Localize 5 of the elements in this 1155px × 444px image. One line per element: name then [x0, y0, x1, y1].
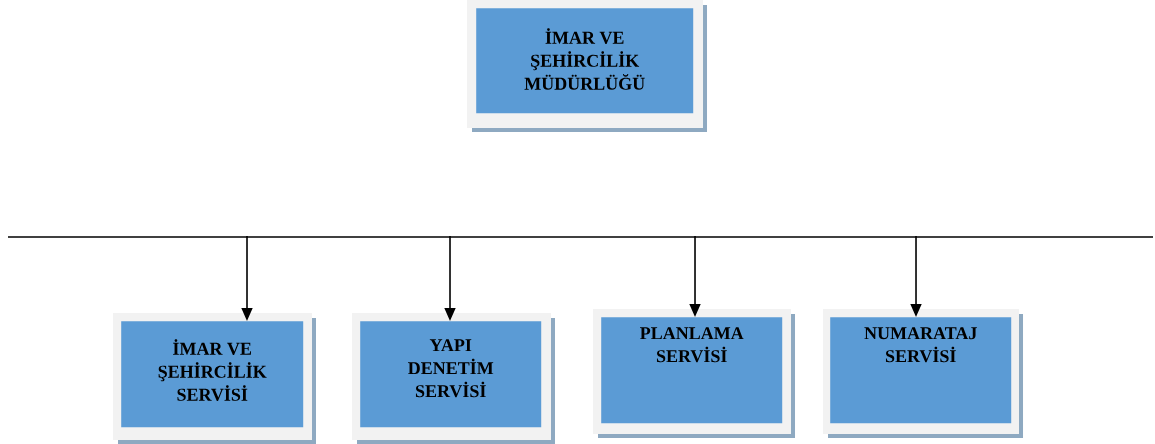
org-box: PLANLAMA SERVİSİ	[593, 309, 795, 438]
org-box: İMAR VE ŞEHİRCİLİK SERVİSİ	[113, 313, 316, 444]
org-box: NUMARATAJ SERVİSİ	[823, 309, 1023, 438]
org-box: YAPI DENETİM SERVİSİ	[352, 313, 555, 444]
org-box: İMAR VE ŞEHİRCİLİK MÜDÜRLÜĞÜ	[467, 0, 707, 132]
